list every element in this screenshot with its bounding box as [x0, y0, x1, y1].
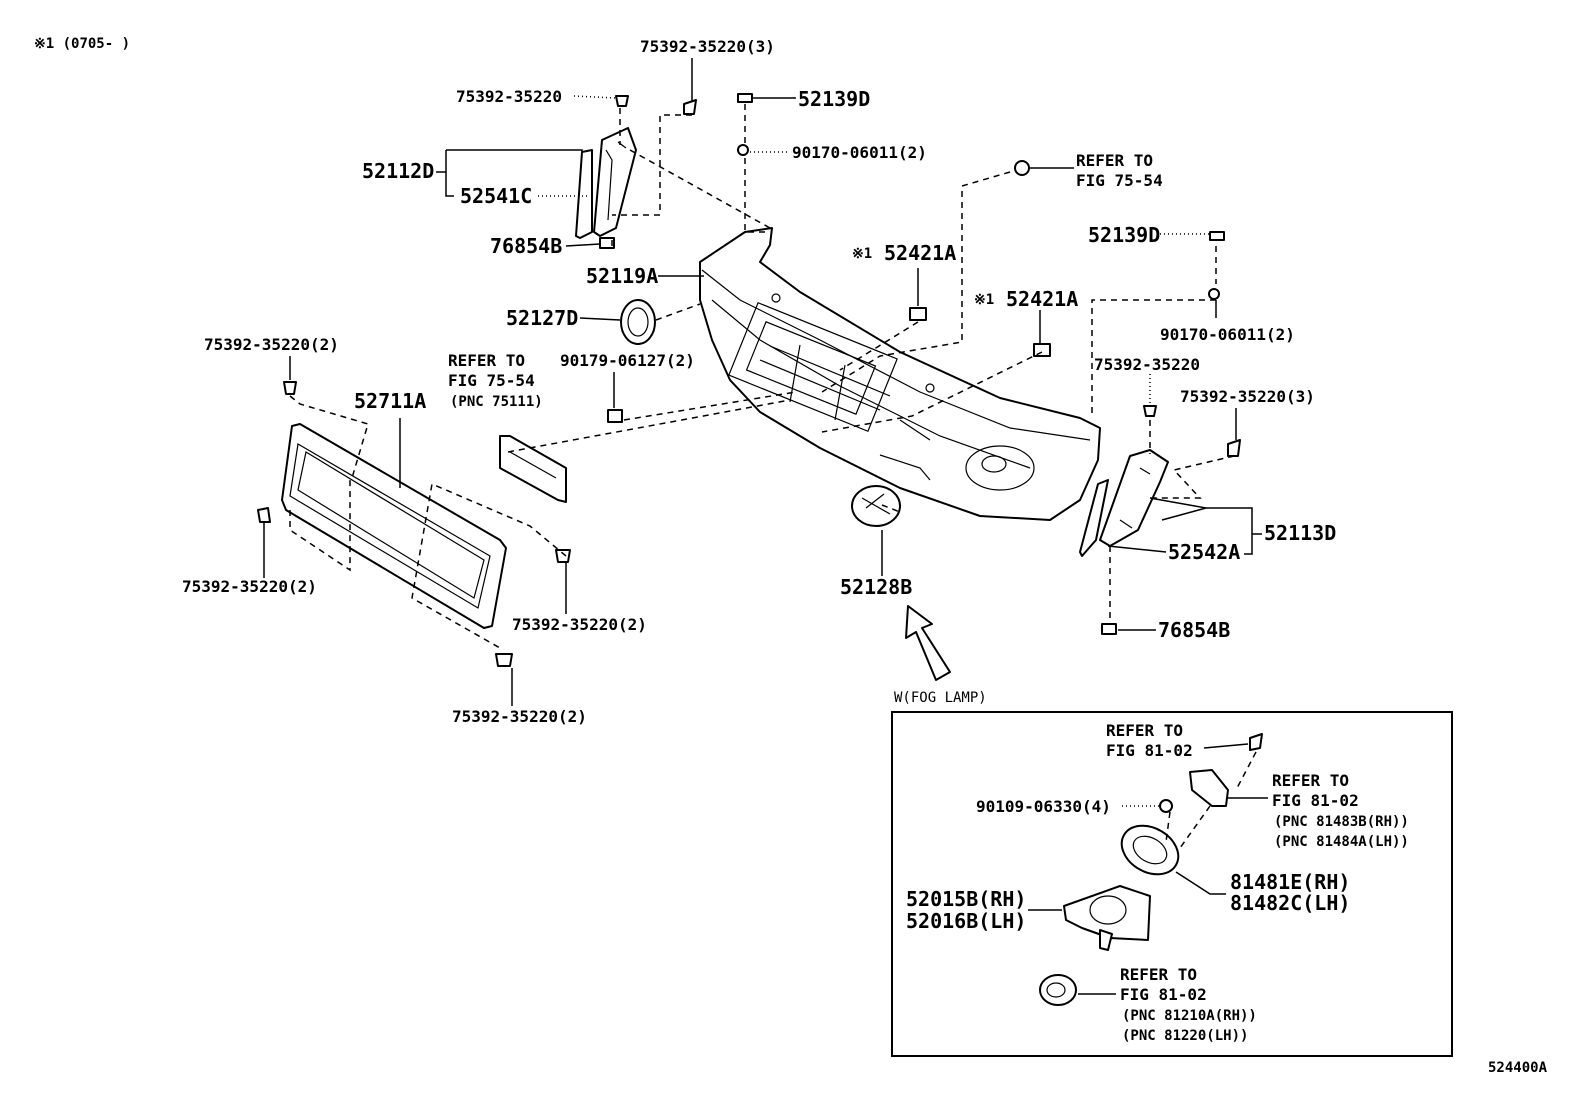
label-90179: 90179-06127(2) [560, 351, 695, 370]
fog-bracket-lh: 52016B(LH) [906, 909, 1026, 933]
label-76854b-left: 76854B [490, 234, 562, 258]
fog-bracket-rh: 52015B(RH) [906, 887, 1026, 911]
fog-refer-b-2: FIG 81-02 [1272, 791, 1359, 810]
label-clip-right: 75392-35220 [1094, 355, 1200, 374]
label-clip-grille-b: 75392-35220(2) [452, 707, 587, 726]
label-clip-right-3: 75392-35220(3) [1180, 387, 1315, 406]
fog-lamp-rh: 81481E(RH) [1230, 870, 1350, 894]
label-52128b: 52128B [840, 575, 912, 599]
label-clip-grille-r: 75392-35220(2) [512, 615, 647, 634]
label-52711a: 52711A [354, 389, 426, 413]
label-52139d-top: 52139D [798, 87, 870, 111]
fog-refer-c-2: FIG 81-02 [1120, 985, 1207, 1004]
figure-id: 524400A [1488, 1060, 1548, 1076]
leader-lines [263, 58, 1262, 706]
label-nut-top: 90170-06011(2) [792, 143, 927, 162]
license-plate-bracket [499, 435, 567, 503]
fog-screw: 90109-06330(4) [976, 797, 1111, 816]
fog-lamp-lh: 81482C(LH) [1230, 891, 1350, 915]
front-bumper-reinforcement [699, 227, 1101, 521]
fog-lamp-inset [891, 711, 1453, 1057]
radiator-grille [281, 423, 507, 629]
label-star1-a: ※1 [852, 246, 872, 262]
label-refer-plate-2: FIG 75-54 [448, 371, 535, 390]
label-52119a: 52119A [586, 264, 658, 288]
label-76854b-right: 76854B [1158, 618, 1230, 642]
label-52113d: 52113D [1264, 521, 1336, 545]
label-refer-top-2: FIG 75-54 [1076, 171, 1163, 190]
fog-refer-c-4: (PNC 81220(LH)) [1122, 1028, 1248, 1044]
fog-lamp-labels: W(FOG LAMP) REFER TO FIG 81-02 REFER TO … [894, 690, 1409, 1044]
label-52542a: 52542A [1168, 540, 1240, 564]
part-labels: 75392-35220(3) 75392-35220 52139D 90170-… [182, 37, 1336, 726]
label-52541c: 52541C [460, 184, 532, 208]
fog-box-title: W(FOG LAMP) [894, 690, 987, 706]
fog-hole-cover-52127d [620, 299, 656, 345]
fog-hole-cover-52128b [851, 485, 901, 527]
fog-refer-a-2: FIG 81-02 [1106, 741, 1193, 760]
fog-refer-c-1: REFER TO [1120, 965, 1197, 984]
label-star1-b: ※1 [974, 292, 994, 308]
label-refer-plate-1: REFER TO [448, 351, 525, 370]
label-clip-grille-l: 75392-35220(2) [182, 577, 317, 596]
fog-refer-c-3: (PNC 81210A(RH)) [1122, 1008, 1257, 1024]
label-clip-top-3: 75392-35220(3) [640, 37, 775, 56]
side-extension-left [575, 127, 637, 249]
label-clip-grille-tl: 75392-35220(2) [204, 335, 339, 354]
label-52421a-a: 52421A [884, 241, 956, 265]
label-52112d: 52112D [362, 159, 434, 183]
label-52421a-b: 52421A [1006, 287, 1078, 311]
label-52139d-right: 52139D [1088, 223, 1160, 247]
fog-refer-b-4: (PNC 81484A(LH)) [1274, 834, 1409, 850]
label-nut-right: 90170-06011(2) [1160, 325, 1295, 344]
fog-refer-a-1: REFER TO [1106, 721, 1183, 740]
side-extension-right [1079, 449, 1169, 635]
assembly-lines [289, 104, 1235, 649]
label-52127d: 52127D [506, 306, 578, 330]
label-refer-plate-3: (PNC 75111) [450, 394, 543, 410]
fog-refer-b-1: REFER TO [1272, 771, 1349, 790]
label-refer-top-1: REFER TO [1076, 151, 1153, 170]
fog-refer-b-3: (PNC 81483B(RH)) [1274, 814, 1409, 830]
label-clip-top: 75392-35220 [456, 87, 562, 106]
header-note: ※1 (0705- ) [34, 36, 130, 52]
fog-lamp-arrow [905, 605, 951, 681]
